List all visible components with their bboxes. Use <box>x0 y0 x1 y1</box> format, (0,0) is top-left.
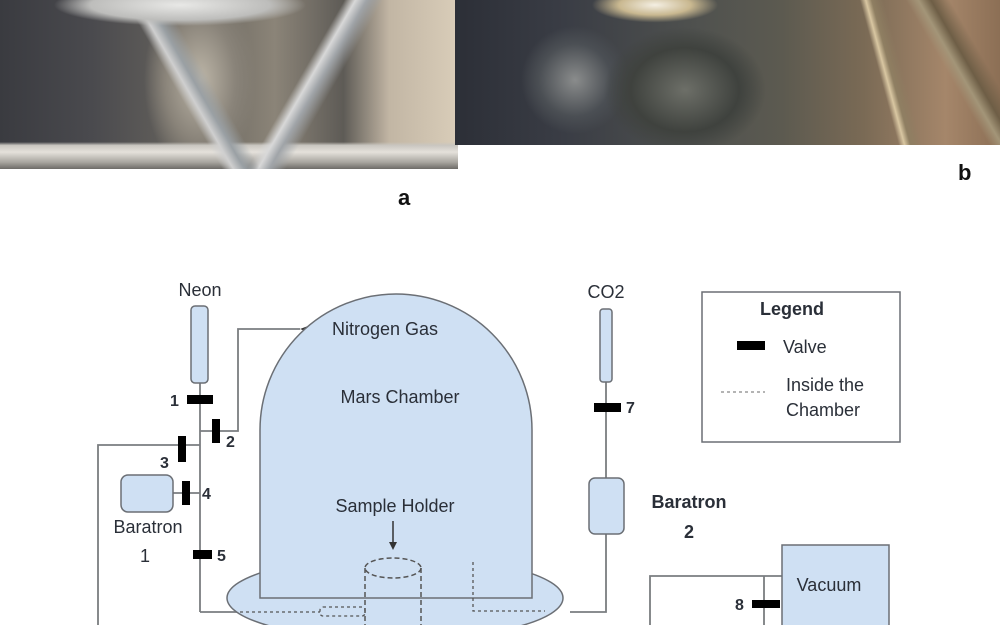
valve-1-label: 1 <box>170 393 179 410</box>
baratron-1-number: 1 <box>140 546 150 566</box>
left-loop-line <box>97 444 200 625</box>
co2-label: CO2 <box>587 282 624 302</box>
photo-panel-b <box>455 0 1000 145</box>
mars-chamber-dome <box>259 293 533 599</box>
valve-4-label: 4 <box>202 486 211 503</box>
legend-inside-label-1: Inside the <box>786 375 864 395</box>
photo-panel-a <box>0 0 458 169</box>
legend-box <box>701 291 901 443</box>
nitrogen-gas-label: Nitrogen Gas <box>332 319 438 339</box>
legend-inside-label-2: Chamber <box>786 400 860 420</box>
sample-holder-label: Sample Holder <box>335 496 454 516</box>
pipes <box>97 328 782 625</box>
valve-3 <box>178 436 186 462</box>
neon-cylinder <box>190 305 209 384</box>
valves <box>178 395 780 608</box>
inside-chamber-lines <box>240 562 545 617</box>
valve-4 <box>182 481 190 505</box>
baratron-1 <box>120 474 174 513</box>
vacuum-pump <box>781 544 890 625</box>
baratron-2-label: Baratron <box>651 492 726 512</box>
baratron-1-label: Baratron <box>113 517 182 537</box>
valve-5-label: 5 <box>217 548 226 565</box>
valve-8-label: 8 <box>735 597 744 614</box>
neon-label: Neon <box>178 280 221 300</box>
valve-2-label: 2 <box>226 434 235 451</box>
vacuum-line <box>649 575 782 625</box>
valve-8 <box>752 600 780 608</box>
baratron-2-number: 2 <box>684 522 694 542</box>
valve-7-label: 7 <box>626 400 635 417</box>
vacuum-label: Vacuum <box>797 575 862 595</box>
valve-2 <box>212 419 220 443</box>
valve-7 <box>594 403 621 412</box>
valve-1 <box>187 395 213 404</box>
legend-title: Legend <box>760 299 824 319</box>
legend-valve-label: Valve <box>783 337 827 357</box>
legend: Legend Valve Inside the Chamber <box>701 291 901 443</box>
co2-cylinder <box>599 308 613 383</box>
legend-valve-icon <box>737 341 765 350</box>
baratron-2 <box>588 477 625 535</box>
valve-3-label: 3 <box>160 455 169 472</box>
baratron2-outlet-line <box>570 534 607 613</box>
sample-holder <box>364 557 422 625</box>
sample-holder-arrow-icon <box>389 542 397 550</box>
panel-label-a: a <box>398 185 411 210</box>
mars-chamber-label: Mars Chamber <box>340 387 459 407</box>
panel-label-b: b <box>958 160 972 185</box>
valve-5 <box>193 550 212 559</box>
